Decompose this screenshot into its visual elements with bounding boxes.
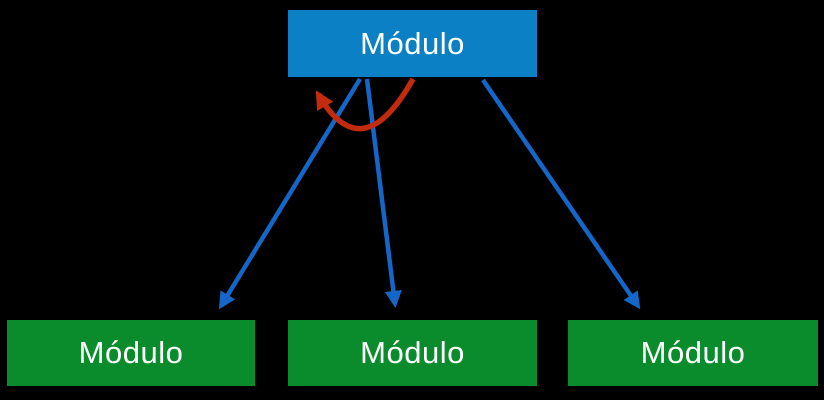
- child-module-label-3: Módulo: [640, 335, 746, 370]
- arrow-root-to-child-2-icon: [364, 78, 402, 308]
- child-module-box-2: Módulo: [288, 320, 537, 386]
- root-module-label: Módulo: [360, 25, 465, 61]
- child-module-box-3: Módulo: [568, 320, 818, 386]
- arrow-root-to-child-3-icon: [481, 78, 641, 310]
- recursion-arrow-icon: [315, 77, 416, 132]
- child-module-box-1: Módulo: [7, 320, 255, 386]
- child-module-label-2: Módulo: [360, 335, 465, 370]
- child-module-label-1: Módulo: [78, 335, 184, 370]
- root-module-box: Módulo: [288, 10, 537, 77]
- arrow-root-to-child-1-icon: [218, 77, 362, 310]
